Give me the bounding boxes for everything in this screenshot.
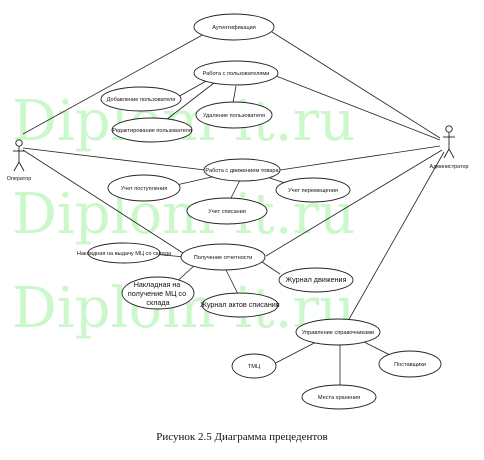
use-case-storage-label: Места хранения	[318, 395, 360, 401]
use-case-stock: Работа с движением товара	[203, 158, 281, 182]
use-case-edit-user-label: Редактирование пользователя	[112, 128, 192, 134]
edge-admin-reports	[265, 149, 443, 257]
edge-reports-journal-move	[261, 261, 281, 275]
use-case-refs: Управление справочниками	[295, 318, 381, 346]
use-case-add-user: Добавление пользователя	[100, 86, 182, 112]
use-case-auth-label: Аутентификация	[212, 25, 256, 31]
use-case-journal-writeoff: Журнал актов списания	[200, 292, 280, 318]
use-case-auth: Аутентификация	[193, 13, 275, 41]
operator-label: Оператор	[7, 176, 31, 182]
edge-admin-refs	[343, 151, 445, 329]
use-case-journal-move: Журнал движения	[278, 267, 354, 293]
use-case-suppliers-label: Поставщики	[394, 362, 426, 368]
use-case-stock-label: Работа с движением товара	[205, 168, 279, 174]
edge-refs-suppliers	[359, 339, 393, 357]
use-case-writeoff-label: Учет списания	[208, 209, 246, 215]
admin-head	[445, 125, 453, 133]
edge-users-del	[232, 85, 237, 104]
edge-admin-stock	[279, 145, 441, 171]
use-case-invoice-mc: Накладная на выдачу МЦ со склада	[77, 242, 172, 264]
use-case-suppliers: Поставщики	[378, 350, 442, 378]
use-case-tmc-label: ТМЦ	[248, 364, 261, 370]
use-case-storage: Места хранения	[301, 384, 377, 410]
use-case-transfer-label: Учет перемещения	[288, 188, 338, 194]
use-case-invoice-mc-label: Накладная на выдачу МЦ со склада	[77, 251, 172, 257]
use-case-receipt-label: Учет поступления	[121, 186, 168, 192]
edge-admin-auth	[271, 31, 441, 139]
use-case-reports-label: Получение отчетности	[194, 255, 253, 261]
edge-admin-users	[275, 75, 441, 141]
use-case-invoice-receipt: Накладная на получение МЦ со склада	[121, 276, 195, 310]
use-case-edit-user: Редактирование пользователя	[111, 117, 193, 143]
watermark-line-1: Diplom-it.ru	[12, 89, 355, 154]
edge-users-add	[175, 79, 209, 99]
figure-caption: Рисунок 2.5 Диаграмма прецедентов	[156, 431, 327, 443]
use-case-writeoff: Учет списания	[186, 197, 268, 225]
use-case-del-user-label: Удаление пользователя	[203, 113, 265, 119]
edge-stock-receipt	[171, 175, 217, 187]
edge-stock-writeoff	[229, 179, 241, 201]
use-case-users: Работа с пользователями	[193, 60, 279, 86]
use-case-tmc: ТМЦ	[231, 353, 277, 379]
use-case-users-label: Работа с пользователями	[203, 71, 270, 77]
use-case-reports: Получение отчетности	[180, 243, 266, 271]
use-case-refs-label: Управление справочниками	[302, 330, 374, 336]
use-case-del-user: Удаление пользователя	[195, 101, 273, 129]
use-case-receipt: Учет поступления	[107, 174, 181, 202]
edge-operator-stock	[22, 147, 206, 171]
edge-users-edit	[161, 82, 215, 124]
actor-admin: Администратор	[430, 125, 469, 170]
use-case-transfer: Учет перемещения	[275, 177, 351, 203]
use-case-journal-move-label: Журнал движения	[286, 275, 347, 284]
use-case-add-user-label: Добавление пользователя	[107, 97, 176, 103]
admin-label: Администратор	[430, 164, 469, 170]
use-case-invoice-receipt-label: Накладная на получение МЦ со склада	[128, 280, 188, 307]
edge-operator-auth	[22, 32, 207, 135]
edge-operator-reports	[22, 149, 187, 256]
use-case-journal-writeoff-label: Журнал актов списания	[200, 300, 280, 309]
actor-operator: Оператор	[7, 139, 31, 182]
edge-reports-journal-writeoff	[223, 265, 239, 295]
